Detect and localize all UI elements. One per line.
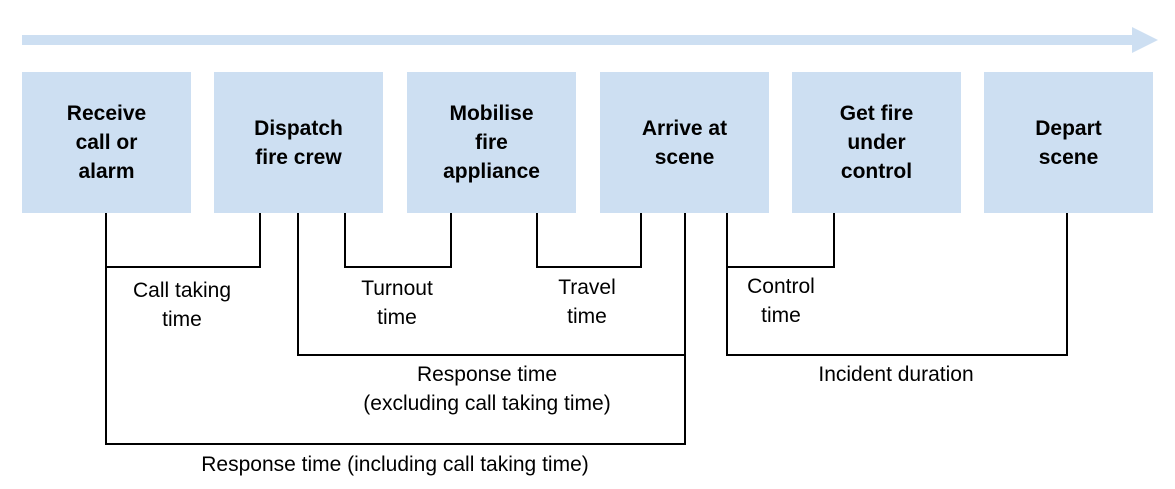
control-time-label: Control time [747,275,815,327]
control-bracket-left [726,213,728,268]
stage-receive-call-label: Receive call or alarm [66,102,147,183]
timeline-arrow-shaft [22,35,1134,45]
response-time-including-label: Response time (including call taking tim… [201,453,589,476]
response-including-bracket-bottom [105,443,686,445]
stage-mobilise-appliance-box: Mobilise fire appliance [407,72,576,213]
stage-fire-under-control-label: Get fire under control [839,102,914,183]
turnout-bracket-bottom [344,266,452,268]
travel-time-label: Travel time [558,276,616,328]
travel-bracket-left [536,213,538,268]
stage-depart-scene-label: Depart scene [1035,116,1102,169]
call-taking-bracket-left [105,213,107,268]
travel-bracket-bottom [536,266,642,268]
response-time-excluding-label: Response time (excluding call taking tim… [363,363,611,415]
incident-duration-bracket-right [1066,213,1068,356]
response-excluding-bracket-left [297,213,299,356]
control-bracket-bottom [726,266,835,268]
stage-arrive-scene-box: Arrive at scene [600,72,769,213]
call-taking-bracket-right [259,213,261,268]
timeline-arrow-head [1132,27,1158,53]
response-including-bracket-right [684,213,686,445]
timeline-arrow [22,27,1158,53]
call-taking-bracket-bottom [105,266,261,268]
stage-fire-under-control-box: Get fire under control [792,72,961,213]
stage-receive-call-box: Receive call or alarm [22,72,191,213]
turnout-bracket-right [450,213,452,268]
travel-bracket-right [640,213,642,268]
stage-dispatch-crew-box: Dispatch fire crew [214,72,383,213]
incident-duration-label: Incident duration [818,363,974,386]
turnout-time-label: Turnout time [361,277,433,329]
response-including-bracket-left [105,268,107,445]
call-taking-time-label: Call taking time [132,279,232,331]
right-arrow-icon [22,27,1158,53]
turnout-bracket-left [344,213,346,268]
stage-mobilise-appliance-label: Mobilise fire appliance [443,102,540,183]
incident-duration-bracket-left [726,268,728,356]
stage-dispatch-crew-label: Dispatch fire crew [254,116,343,169]
response-excluding-bracket-bottom [297,354,686,356]
control-bracket-right [833,213,835,268]
stage-depart-scene-box: Depart scene [984,72,1153,213]
stage-arrive-scene-label: Arrive at scene [641,116,728,169]
incident-duration-bracket-bottom [726,354,1068,356]
